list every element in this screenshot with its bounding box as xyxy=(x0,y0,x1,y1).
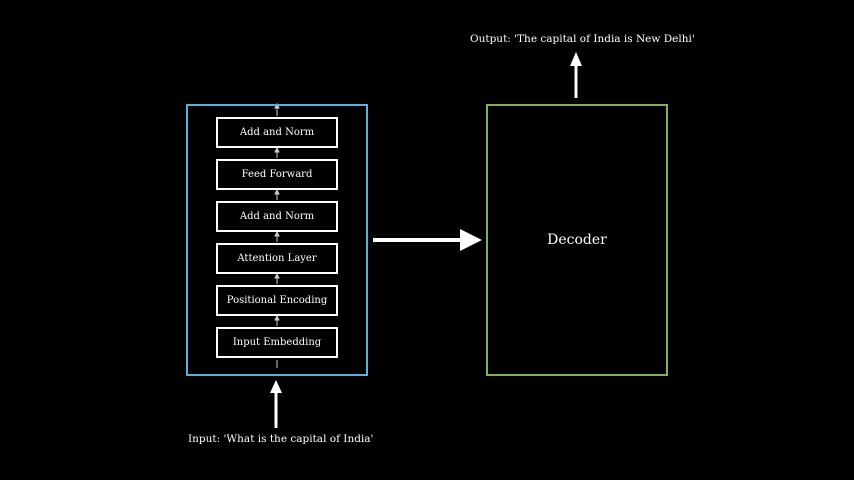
encoder-layer-add-norm-top: Add and Norm xyxy=(216,117,338,148)
encoder-to-decoder-arrow xyxy=(373,229,482,251)
input-arrow xyxy=(270,380,282,428)
decoder-block: Decoder xyxy=(486,104,668,376)
encoder-layer-add-norm: Add and Norm xyxy=(216,201,338,232)
encoder-layer-attention: Attention Layer xyxy=(216,243,338,274)
output-label: Output: 'The capital of India is New Del… xyxy=(470,33,695,45)
encoder-layer-feed-forward: Feed Forward xyxy=(216,159,338,190)
encoder-layer-input-embedding: Input Embedding xyxy=(216,327,338,358)
decoder-label: Decoder xyxy=(547,232,607,248)
output-arrow xyxy=(570,52,582,98)
input-label: Input: 'What is the capital of India' xyxy=(188,433,374,445)
encoder-layer-positional-encoding: Positional Encoding xyxy=(216,285,338,316)
encoder-block: Add and Norm Feed Forward Add and Norm A… xyxy=(186,104,368,376)
encoder-internal-connectors xyxy=(274,102,280,368)
